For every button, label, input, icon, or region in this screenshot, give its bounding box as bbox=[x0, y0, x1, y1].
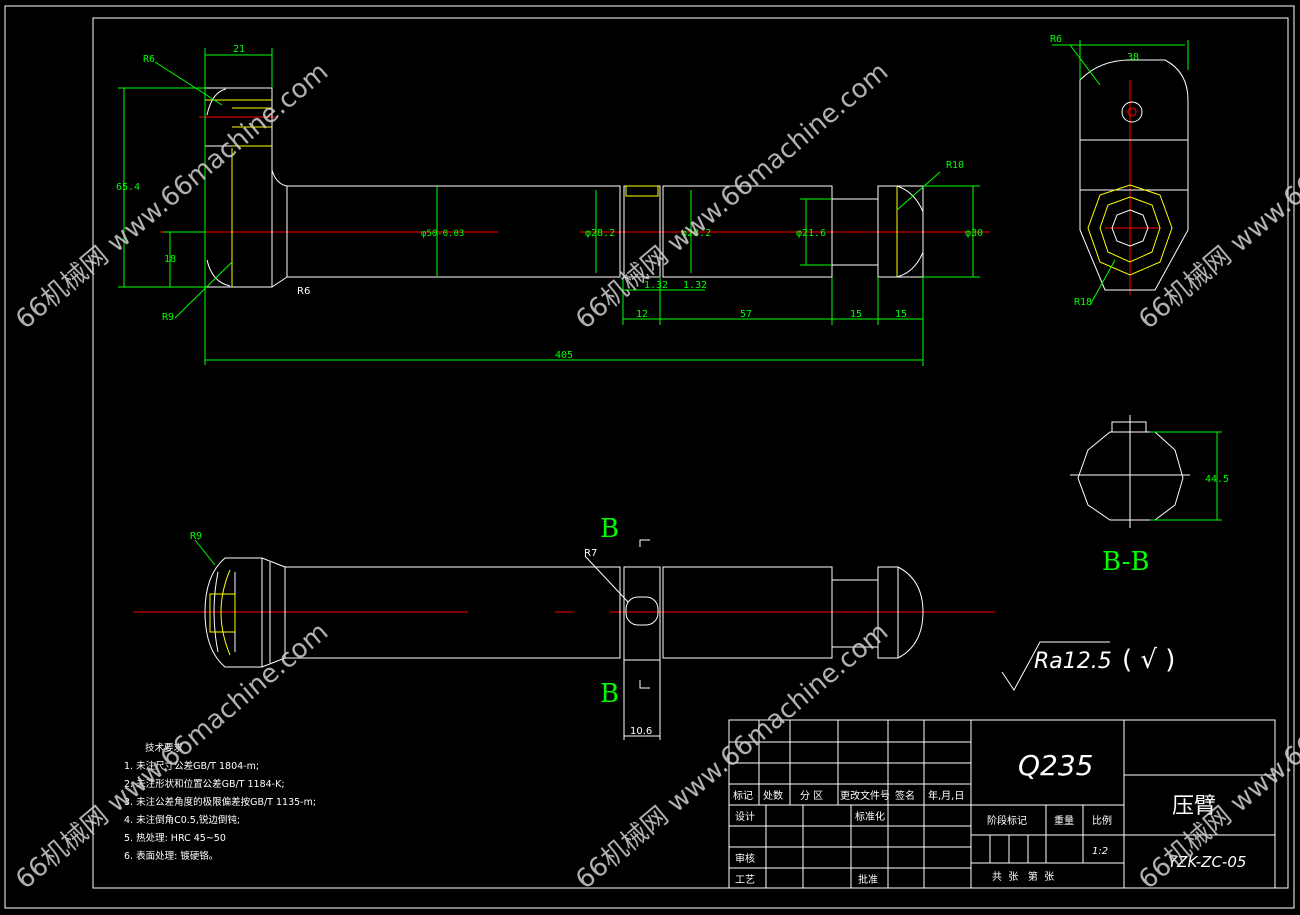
dim-10-6: 10.6 bbox=[630, 726, 652, 737]
tb-standardize: 标准化 bbox=[855, 810, 885, 823]
dim-57: 57 bbox=[740, 309, 752, 320]
title-block bbox=[728, 719, 1276, 889]
tb-review: 审核 bbox=[735, 852, 755, 865]
tb-process: 工艺 bbox=[735, 874, 755, 886]
title-block-text: 标记 处数 分 区 更改文件号 签名 年,月,日 设计 标准化 审核 工艺 批准… bbox=[733, 749, 1246, 886]
dim-side-r18: R18 bbox=[1074, 297, 1092, 308]
tb-drawing-no: YZK-ZC-05 bbox=[1168, 853, 1246, 871]
dim-r9: R9 bbox=[162, 312, 174, 323]
watermark: 66机械网 www.66machine.com bbox=[10, 57, 334, 336]
dim-dia50: φ50-0.03 bbox=[421, 229, 464, 239]
tb-scale: 1:2 bbox=[1092, 846, 1108, 857]
technical-notes: 技术要求 1. 未注尺寸公差GB/T 1804-m; 2. 未注形状和位置公差G… bbox=[124, 742, 316, 862]
note-item: 4. 未注倒角C0.5,锐边倒钝; bbox=[124, 814, 240, 826]
tb-stage: 阶段标记 bbox=[987, 814, 1027, 827]
tb-design: 设计 bbox=[735, 810, 755, 823]
note-item: 3. 未注公差角度的极限偏差按GB/T 1135-m; bbox=[124, 796, 316, 808]
dim-12: 12 bbox=[636, 309, 648, 320]
watermark: 66机械网 www.66machine.com bbox=[570, 617, 894, 896]
section-mark-top: B bbox=[600, 514, 619, 544]
dim-dia28-b: φ28.2 bbox=[681, 228, 711, 239]
tb-weight: 重量 bbox=[1054, 814, 1074, 827]
dim-r6-bottom: R6 bbox=[297, 286, 310, 297]
dim-dia21-6: φ21.6 bbox=[796, 228, 826, 239]
watermark: 66机械网 www.66machine.com bbox=[570, 57, 894, 336]
dim-1-32-a: 1.32 bbox=[644, 280, 668, 291]
roughness-value: Ra12.5 bbox=[1034, 649, 1112, 674]
roughness-suffix: ( √ ) bbox=[1122, 645, 1175, 675]
tb-material: Q235 bbox=[1018, 749, 1093, 782]
tb-header: 签名 bbox=[895, 789, 915, 802]
dim-18: 18 bbox=[164, 254, 176, 265]
tb-part-name: 压臂 bbox=[1172, 794, 1216, 819]
dim-r6-top: R6 bbox=[143, 54, 155, 65]
dim-dia30: φ30 bbox=[965, 228, 983, 239]
tb-header: 处数 bbox=[763, 789, 783, 802]
outer-border bbox=[4, 5, 1295, 909]
note-item: 6. 表面处理: 镀硬铬。 bbox=[124, 850, 218, 862]
watermark: 66机械网 www.66machine.com bbox=[1133, 57, 1300, 336]
inner-frame bbox=[92, 17, 1289, 889]
tb-header: 标记 bbox=[733, 790, 753, 802]
dim-side-r6: R6 bbox=[1050, 34, 1062, 45]
dim-side-38: 38 bbox=[1127, 52, 1139, 63]
side-view: R6 38 R18 bbox=[1050, 34, 1189, 308]
dim-bottom-r9: R9 bbox=[190, 531, 202, 542]
note-item: 1. 未注尺寸公差GB/T 1804-m; bbox=[124, 760, 259, 772]
tb-header: 年,月,日 bbox=[928, 789, 964, 802]
section-mark-bottom: B bbox=[600, 679, 619, 709]
top-view: 21 R6 65.4 18 R9 R6 φ50-0.03 φ28.2 φ28.2… bbox=[116, 44, 990, 366]
dim-21: 21 bbox=[233, 44, 245, 55]
dim-405: 405 bbox=[555, 350, 573, 361]
roughness-symbol: Ra12.5 ( √ ) bbox=[1001, 641, 1175, 691]
dim-1-32-b: 1.32 bbox=[683, 280, 707, 291]
tb-scale-label: 比例 bbox=[1092, 814, 1112, 827]
dim-bottom-r7: R7 bbox=[584, 548, 597, 559]
note-item: 2. 未注形状和位置公差GB/T 1184-K; bbox=[124, 778, 285, 790]
tb-header: 更改文件号 bbox=[840, 789, 890, 802]
section-label: B-B bbox=[1102, 547, 1149, 577]
bottom-view: R9 R7 10.6 B B bbox=[133, 514, 995, 740]
tb-header: 分 区 bbox=[800, 790, 823, 802]
tb-approve: 批准 bbox=[858, 873, 878, 886]
dim-65-4: 65.4 bbox=[116, 182, 140, 193]
tb-sheets: 共 张 第 张 bbox=[992, 870, 1054, 883]
dim-15-a: 15 bbox=[850, 309, 862, 320]
dim-dia28-a: φ28.2 bbox=[585, 228, 615, 239]
section-b-b: 44.5 B-B bbox=[1070, 415, 1229, 577]
dim-15-b: 15 bbox=[895, 309, 907, 320]
note-item: 5. 热处理: HRC 45~50 bbox=[124, 832, 226, 844]
dim-r10: R10 bbox=[946, 160, 964, 171]
dim-44-5: 44.5 bbox=[1205, 474, 1229, 485]
notes-title: 技术要求 bbox=[145, 742, 184, 754]
